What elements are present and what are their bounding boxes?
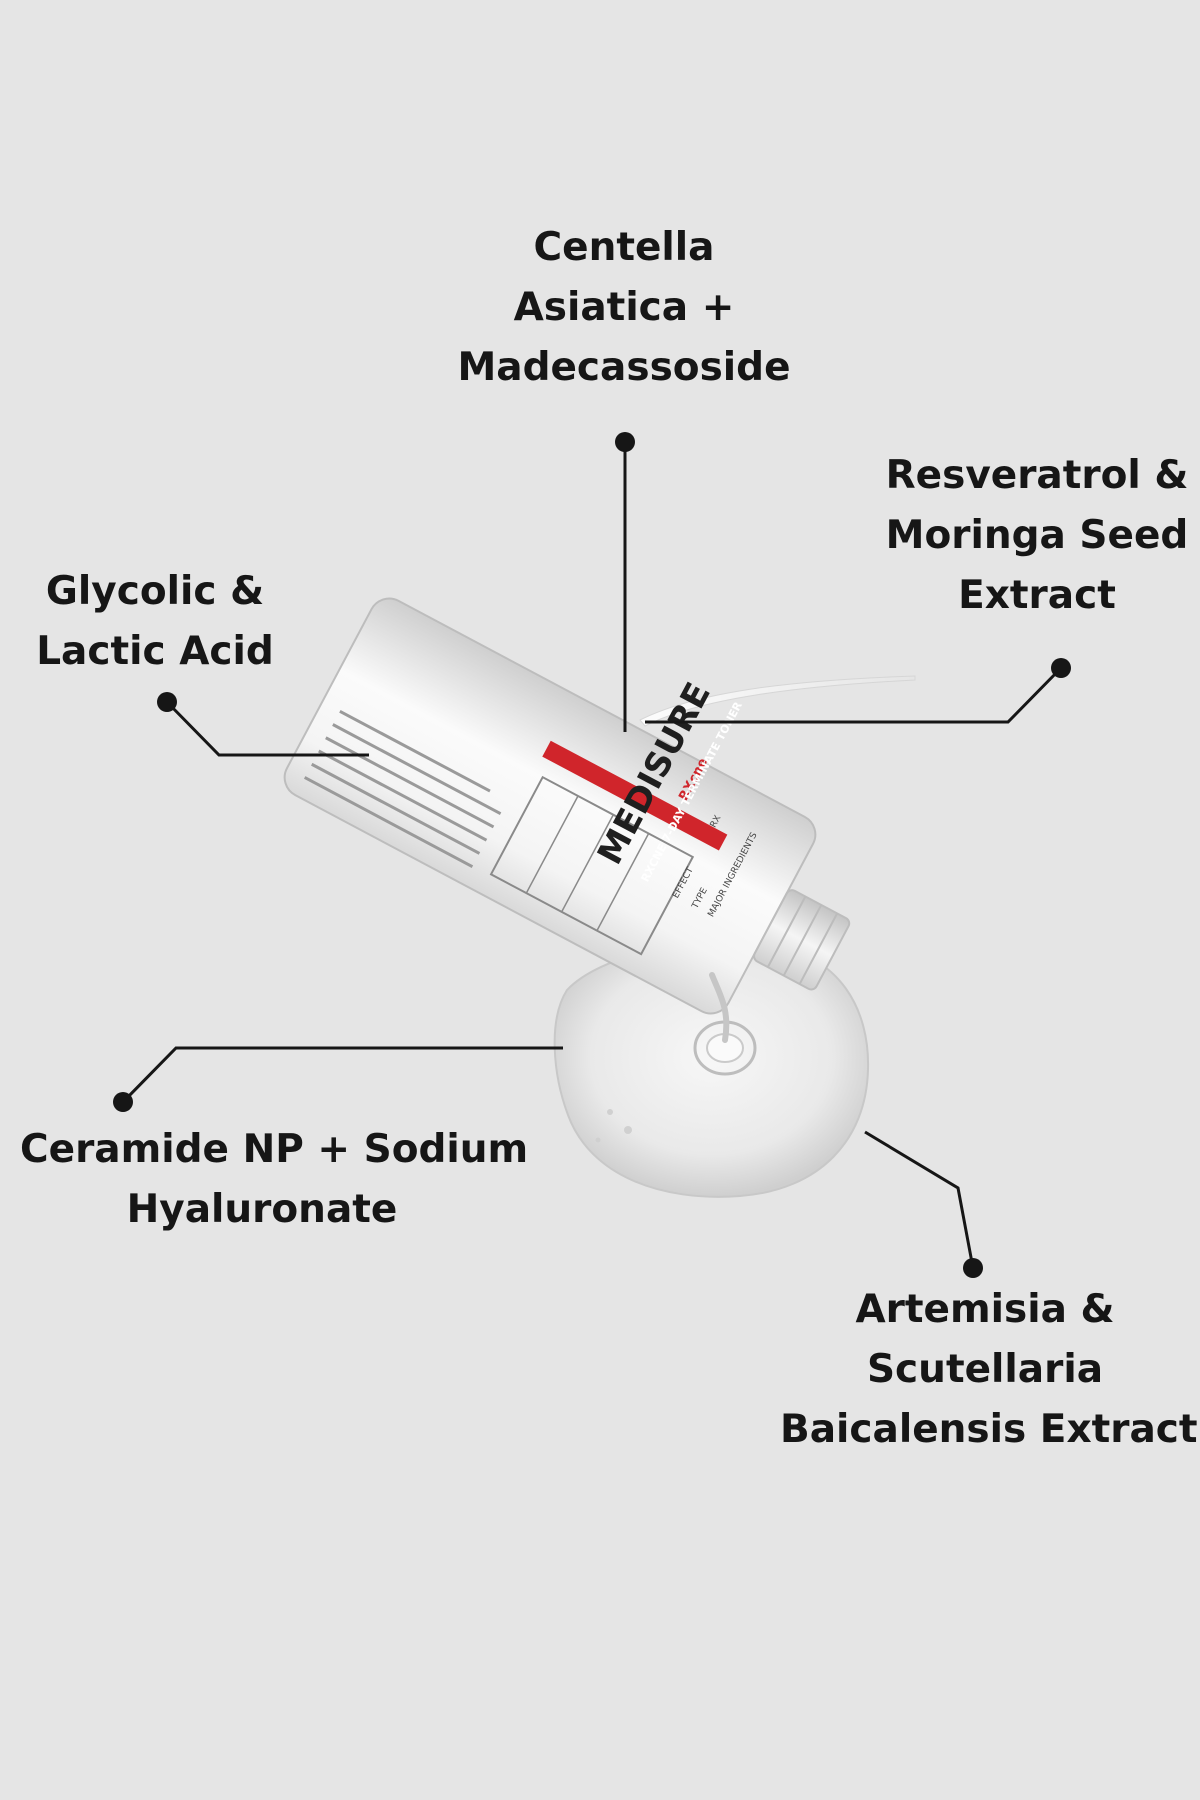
callout-dots	[113, 432, 1071, 1278]
ingredient-label-line: Moringa Seed	[885, 513, 1189, 558]
ingredient-label-line: Resveratrol &	[885, 453, 1189, 498]
callout-line-artemisia	[864, 1130, 975, 1269]
callout-dot-glycolic	[157, 692, 177, 712]
ingredient-label-ceramide: Ceramide NP + Sodium Hyaluronate	[20, 1120, 529, 1240]
ingredient-label-line: Asiatica +	[513, 285, 735, 330]
callout-dot-centella	[615, 432, 635, 452]
liquid-puddle	[553, 941, 870, 1198]
callout-dot-ceramide	[113, 1092, 133, 1112]
callout-lines	[121, 442, 1063, 1269]
callout-dot-resveratrol	[1051, 658, 1071, 678]
callout-line-ceramide	[121, 1046, 563, 1104]
callout-dot-artemisia	[963, 1258, 983, 1278]
callout-line-resveratrol	[645, 666, 1063, 724]
ingredient-label-line: Extract	[958, 573, 1116, 618]
liquid-streak	[639, 675, 916, 727]
ingredient-label-line: Madecassoside	[457, 345, 791, 390]
ingredient-label-line: Centella	[533, 225, 715, 270]
ingredient-label-line: Baicalensis Extract	[780, 1407, 1198, 1452]
liquid-drip	[709, 972, 730, 1043]
ingredient-label-line: Ceramide NP + Sodium	[20, 1127, 529, 1172]
ingredient-label-line: Scutellaria	[866, 1347, 1104, 1392]
ingredient-label-resveratrol: Resveratrol & Moringa Seed Extract	[877, 446, 1197, 626]
ingredient-label-centella: Centella Asiatica + Madecassoside	[424, 218, 824, 398]
ingredient-label-line: Glycolic &	[45, 569, 265, 614]
ingredient-label-artemisia: Artemisia & Scutellaria Baicalensis Extr…	[780, 1280, 1198, 1460]
ingredient-label-line: Hyaluronate	[126, 1187, 398, 1232]
ingredient-label-glycolic: Glycolic & Lactic Acid	[20, 562, 290, 682]
callout-line-glycolic	[165, 700, 369, 757]
toner-bottle	[283, 597, 851, 1015]
ingredient-label-line: Artemisia &	[855, 1287, 1115, 1332]
ingredient-label-line: Lactic Acid	[36, 629, 274, 674]
